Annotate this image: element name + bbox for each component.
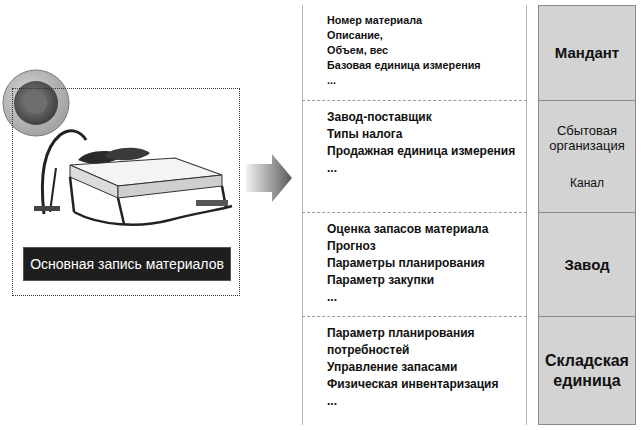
level-label: Канал	[570, 176, 604, 190]
attribute-section: Оценка запасов материалаПрогнозПараметры…	[302, 212, 527, 316]
attribute-item: Продажная единица измерения	[327, 143, 517, 160]
bed-illustration	[34, 131, 232, 225]
level-label: Складская единица	[543, 351, 631, 389]
attribute-section: Параметр планирования потребностейУправл…	[302, 316, 527, 425]
attribute-section: Завод-поставщикТипы налогаПродажная един…	[302, 100, 527, 212]
attribute-item: Параметр планирования потребностей	[327, 325, 517, 359]
attribute-item: Типы налога	[327, 126, 517, 143]
box-label: Основная запись материалов	[30, 256, 224, 272]
attribute-item: Физическая инвентаризация	[327, 376, 517, 393]
org-level-cell: Сбытовая организацияКанал	[538, 100, 636, 212]
attribute-item: Параметр закупки	[327, 272, 517, 289]
org-level-cell: Мандант	[538, 5, 636, 100]
attribute-item: Базовая единица измерения	[327, 58, 517, 73]
org-level-cell: Складская единица	[538, 316, 636, 425]
attribute-item: Прогноз	[327, 238, 517, 255]
attribute-item: ...	[327, 160, 517, 177]
org-level-cell: Завод	[538, 212, 636, 316]
level-label: Мандант	[555, 44, 619, 62]
attribute-item: ...	[327, 393, 517, 410]
level-label: Сбытовая организация	[543, 123, 631, 154]
attribute-item: Объем, вес	[327, 43, 517, 58]
attribute-item: ...	[327, 289, 517, 306]
attribute-item: Параметры планирования	[327, 255, 517, 272]
flow-arrow	[246, 154, 292, 202]
attribute-item: ...	[327, 73, 517, 88]
attribute-item: Описание,	[327, 28, 517, 43]
attribute-item: Оценка запасов материала	[327, 221, 517, 238]
master-record-box: Основная запись материалов	[12, 88, 240, 296]
label-bar: Основная запись материалов	[23, 247, 231, 281]
attribute-item: Номер материала	[327, 13, 517, 28]
attribute-section: Номер материалаОписание,Объем, весБазова…	[302, 5, 527, 100]
attribute-item: Управление запасами	[327, 359, 517, 376]
level-label: Завод	[564, 256, 609, 274]
attribute-item: Завод-поставщик	[327, 109, 517, 126]
